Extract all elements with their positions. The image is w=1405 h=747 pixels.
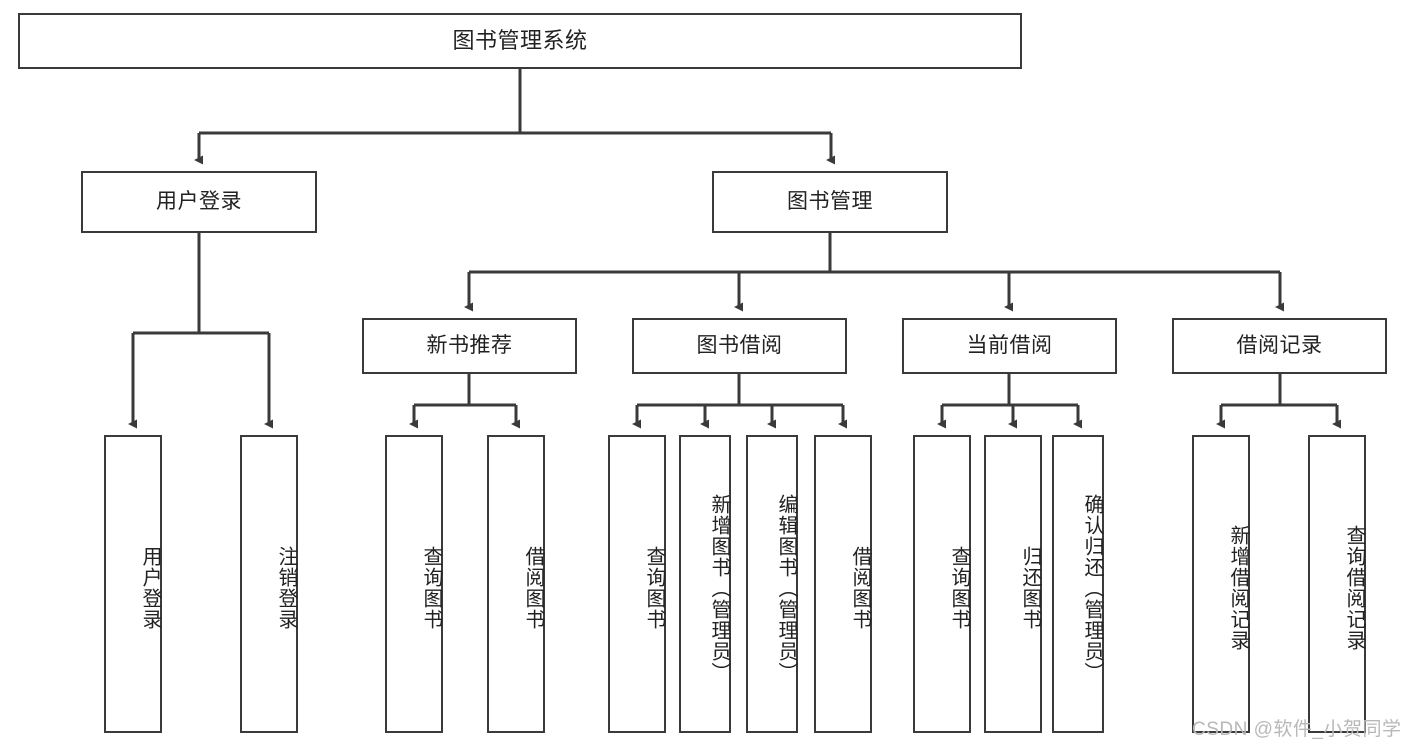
node-leaf-query-book-3-label: 查询图书: [948, 546, 970, 630]
node-leaf-query-book-3[interactable]: 查询图书: [913, 435, 971, 733]
node-leaf-query-book-2[interactable]: 查询图书: [608, 435, 666, 733]
node-user-login[interactable]: 用户登录: [81, 171, 317, 233]
node-leaf-confirm-return[interactable]: 确认归还（管理员）: [1052, 435, 1104, 733]
node-leaf-query-borrow-record[interactable]: 查询借阅记录: [1308, 435, 1366, 733]
node-new-book-recommend[interactable]: 新书推荐: [362, 318, 577, 374]
node-leaf-add-book-admin-label: 新增图书（管理员）: [708, 493, 730, 683]
node-leaf-confirm-return-label: 确认归还（管理员）: [1081, 493, 1103, 683]
node-leaf-return-book-label: 归还图书: [1019, 546, 1041, 630]
node-new-book-recommend-label: 新书推荐: [426, 333, 513, 357]
node-leaf-edit-book-admin[interactable]: 编辑图书（管理员）: [746, 435, 798, 733]
node-leaf-return-book[interactable]: 归还图书: [984, 435, 1042, 733]
node-book-borrow-label: 图书借阅: [696, 333, 783, 357]
node-borrow-record[interactable]: 借阅记录: [1172, 318, 1387, 374]
node-user-login-label: 用户登录: [156, 189, 242, 213]
node-leaf-borrow-book-2-label: 借阅图书: [849, 546, 871, 630]
node-leaf-user-login[interactable]: 用户登录: [104, 435, 162, 733]
node-leaf-query-book-1-label: 查询图书: [420, 546, 442, 630]
node-current-borrow[interactable]: 当前借阅: [902, 318, 1117, 374]
node-book-management[interactable]: 图书管理: [712, 171, 948, 233]
node-root-label: 图书管理系统: [452, 28, 588, 54]
node-leaf-add-borrow-record[interactable]: 新增借阅记录: [1192, 435, 1250, 733]
node-leaf-add-book-admin[interactable]: 新增图书（管理员）: [679, 435, 731, 733]
node-leaf-query-borrow-record-label: 查询借阅记录: [1343, 525, 1365, 651]
node-leaf-logout-login-label: 注销登录: [275, 546, 297, 630]
node-leaf-user-login-label: 用户登录: [139, 546, 161, 630]
node-book-borrow[interactable]: 图书借阅: [632, 318, 847, 374]
node-borrow-record-label: 借阅记录: [1236, 333, 1323, 357]
node-leaf-add-borrow-record-label: 新增借阅记录: [1227, 525, 1249, 651]
csdn-watermark: CSDN @软件_小贺同学: [1192, 719, 1402, 740]
node-leaf-query-book-1[interactable]: 查询图书: [385, 435, 443, 733]
node-root[interactable]: 图书管理系统: [18, 13, 1022, 69]
node-current-borrow-label: 当前借阅: [966, 333, 1053, 357]
node-leaf-borrow-book-1-label: 借阅图书: [522, 546, 544, 630]
node-book-management-label: 图书管理: [787, 189, 873, 213]
node-leaf-edit-book-admin-label: 编辑图书（管理员）: [775, 493, 797, 683]
node-leaf-query-book-2-label: 查询图书: [643, 546, 665, 630]
node-leaf-logout-login[interactable]: 注销登录: [240, 435, 298, 733]
node-leaf-borrow-book-1[interactable]: 借阅图书: [487, 435, 545, 733]
node-leaf-borrow-book-2[interactable]: 借阅图书: [814, 435, 872, 733]
